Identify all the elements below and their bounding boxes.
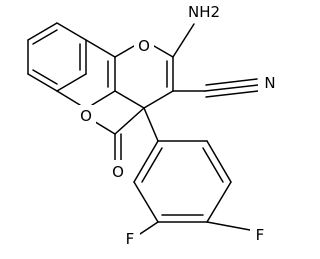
structure-canvas: NH2 O O O N F F <box>27 1 280 250</box>
nitrile-n-text: N <box>264 74 275 92</box>
carbonyl-group <box>91 90 145 161</box>
fluorine-bond-4 <box>206 221 251 231</box>
f3-text: F <box>126 230 135 248</box>
carbonyl-o-text: O <box>112 163 124 181</box>
lactone-ring <box>56 39 116 106</box>
amino-label: NH2 <box>186 1 222 23</box>
f4-text: F <box>256 226 265 244</box>
lactone-o-text: O <box>80 107 92 125</box>
nitrile-group <box>172 78 259 98</box>
pyran-o-text: O <box>138 37 150 55</box>
nh2-text: NH2 <box>188 3 220 21</box>
pyran-oxygen-label: O <box>134 35 154 57</box>
benzo-ring <box>27 22 87 92</box>
fluorine-4-label: F <box>250 224 270 246</box>
molecule-drawing: NH2 O O O N F F <box>27 1 280 250</box>
pyran-ring <box>114 45 174 109</box>
carbonyl-oxygen-label: O <box>108 160 128 182</box>
fluorine-bond-3 <box>139 221 159 235</box>
fluorine-3-label: F <box>120 228 140 250</box>
aryl-bond <box>143 107 159 142</box>
amino-bond <box>172 23 195 58</box>
difluorophenyl-ring <box>133 140 232 223</box>
lactone-oxygen-label: O <box>76 105 96 127</box>
nitrile-nitrogen-label: N <box>258 72 280 94</box>
